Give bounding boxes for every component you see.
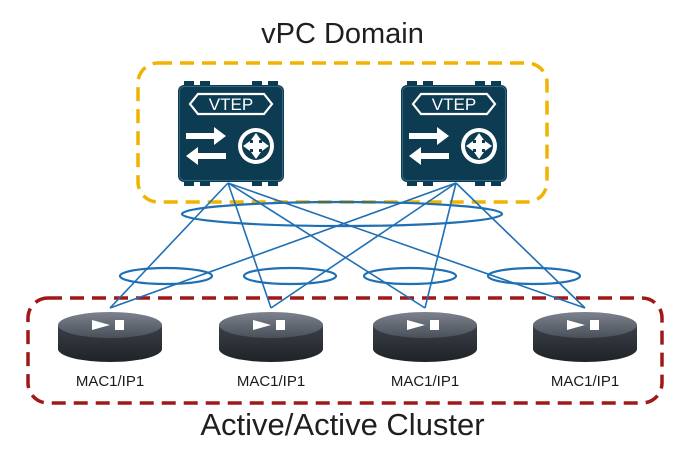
link-s1-h2: [227, 182, 272, 309]
port-channel-group: [118, 200, 582, 286]
host-1: MAC1/IP1: [58, 312, 162, 390]
host-label: MAC1/IP1: [237, 373, 305, 390]
link-s2-h3: [424, 182, 457, 309]
vpc-peer-ellipse: [180, 200, 504, 228]
vtep-switch-1: VTEP: [178, 81, 284, 186]
vpc-domain-title: vPC Domain: [261, 18, 424, 50]
vtep-banner: [188, 92, 274, 116]
arrows-icon: [409, 127, 449, 165]
link-s2-h4: [455, 182, 586, 309]
link-s1-h1: [109, 182, 229, 309]
host-2: MAC1/IP1: [219, 312, 323, 390]
cluster-title: Active/Active Cluster: [200, 407, 485, 442]
router-icon: [238, 128, 274, 164]
vtep-label: VTEP: [209, 95, 253, 114]
vtep-banner: [411, 92, 497, 116]
host-label: MAC1/IP1: [391, 373, 459, 390]
play-stop-icon: [92, 320, 124, 330]
play-stop-icon: [253, 320, 285, 330]
cluster-border: [26, 296, 664, 405]
link-s2-h1: [109, 182, 457, 309]
host-channel-ellipse-3: [362, 266, 458, 286]
link-s1-h4: [227, 182, 586, 309]
host-channel-ellipse-2: [242, 266, 338, 286]
vtep-switch-2: VTEP: [401, 81, 507, 186]
host-channel-ellipse-4: [486, 266, 582, 286]
router-icon: [461, 128, 497, 164]
host-label: MAC1/IP1: [76, 373, 144, 390]
host-channel-ellipse-1: [118, 266, 214, 286]
host-4: MAC1/IP1: [533, 312, 637, 390]
play-stop-icon: [567, 320, 599, 330]
play-stop-icon: [407, 320, 439, 330]
vtep-label: VTEP: [432, 95, 476, 114]
host-label: MAC1/IP1: [551, 373, 619, 390]
host-3: MAC1/IP1: [373, 312, 477, 390]
arrows-icon: [186, 127, 226, 165]
